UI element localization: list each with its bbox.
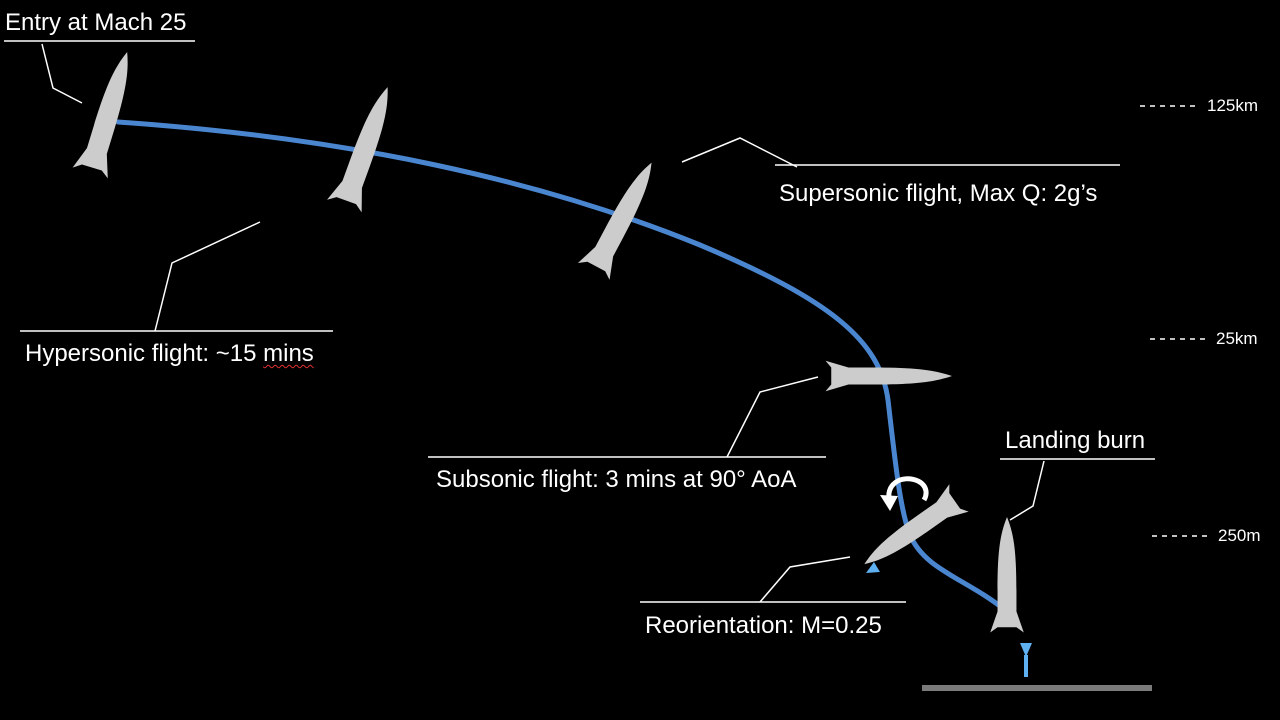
rocket-icon: [825, 360, 952, 392]
altitude-label-125km: 125km: [1207, 96, 1259, 115]
entry-label: Entry at Mach 25: [5, 9, 187, 36]
reorientation-leader: [759, 556, 851, 603]
rocket-icon: [990, 517, 1024, 633]
entry-leader: [41, 43, 83, 104]
thrust-flame-icon: [1020, 643, 1032, 657]
altitude-label-25km: 25km: [1216, 329, 1258, 348]
supersonic-label: Supersonic flight, Max Q: 2g’s: [779, 180, 1098, 207]
rotation-arrow-icon: [880, 476, 929, 511]
rocket-icon: [577, 154, 668, 280]
hypersonic-label-unit: mins: [263, 340, 314, 367]
rocket-icon: [854, 484, 969, 578]
landing-label: Landing burn: [1005, 427, 1146, 454]
thrust-flame-icon: [866, 562, 880, 573]
altitude-label-250m: 250m: [1218, 526, 1261, 545]
landing-leader: [1009, 460, 1045, 521]
subsonic-leader: [726, 376, 819, 458]
hypersonic-label: Hypersonic flight: ~15 mins: [25, 340, 314, 368]
hypersonic-leader: [154, 221, 261, 332]
reorientation-label: Reorientation: M=0.25: [645, 612, 882, 639]
subsonic-label: Subsonic flight: 3 mins at 90° AoA: [436, 466, 797, 493]
supersonic-leader: [681, 137, 798, 168]
rocket-icon: [72, 46, 145, 179]
hypersonic-label-text: Hypersonic flight: ~15: [25, 340, 264, 367]
